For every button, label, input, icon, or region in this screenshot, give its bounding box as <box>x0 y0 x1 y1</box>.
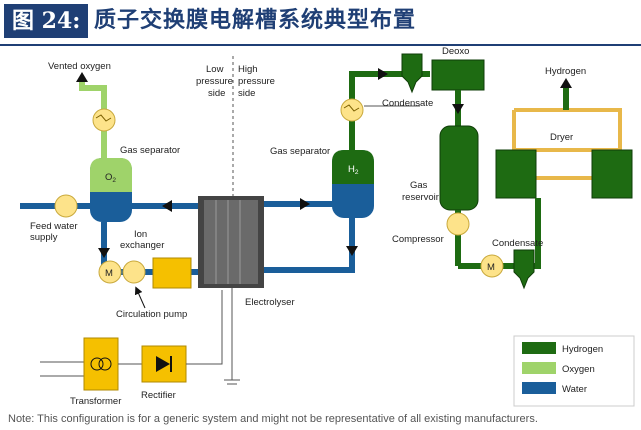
ion-exchanger <box>152 257 192 289</box>
ion-label-2: exchanger <box>120 240 164 251</box>
dryer-column-right <box>591 149 633 199</box>
legend: Hydrogen Oxygen Water <box>513 335 635 407</box>
condensate-trap-bottom <box>513 249 535 290</box>
low-pressure-label-2: pressure <box>196 76 233 87</box>
gas-reservoir-label-2: reservoir <box>402 192 439 203</box>
compressor-motor <box>480 254 504 278</box>
figure-title: 质子交换膜电解槽系统典型布置 <box>94 8 417 33</box>
feed-water-label-1: Feed water <box>30 221 78 232</box>
electrolyser-label: Electrolyser <box>245 297 295 308</box>
deoxo-unit <box>431 59 485 91</box>
water-down-arrow <box>98 248 110 258</box>
motor-m-label-1: M <box>105 268 113 279</box>
transformer-coil <box>90 357 104 371</box>
transformer <box>83 337 119 391</box>
deoxo-label: Deoxo <box>442 46 469 57</box>
hydrogen-out-arrow <box>560 78 572 88</box>
feed-water-label-2: supply <box>30 232 58 243</box>
compressor-label: Compressor <box>392 234 444 245</box>
dryer-loop-top <box>512 108 622 152</box>
hydrogen-arrow-right <box>378 68 388 80</box>
dryer-label: Dryer <box>550 132 573 143</box>
figure-tag: 图 24: <box>4 4 89 38</box>
legend-hydrogen-swatch <box>522 342 556 354</box>
circulation-pump-motor <box>98 260 122 284</box>
cooler-coil <box>95 114 112 122</box>
oxygen-separator-gas-space <box>90 158 132 192</box>
motor-m-label-2: M <box>487 262 495 273</box>
rectifier-label: Rectifier <box>141 390 176 401</box>
water-return-arrow <box>162 200 172 212</box>
legend-water-swatch <box>522 382 556 394</box>
circulation-pump <box>122 260 146 284</box>
gas-separator-h2-label: Gas separator <box>270 146 330 157</box>
figure-header: 图 24: 质子交换膜电解槽系统典型布置 <box>0 0 641 46</box>
feed-water-pump <box>54 194 78 218</box>
hp-water-return <box>264 218 355 273</box>
rectifier-to-electrolyser <box>186 290 223 365</box>
gas-separator-o2-label: Gas separator <box>120 145 180 156</box>
h2-symbol: H2 <box>348 164 359 176</box>
circulation-pump-label: Circulation pump <box>116 309 187 320</box>
condensate-top-label: Condensate <box>382 98 433 109</box>
oxygen-cooler <box>92 108 116 132</box>
pump-pointer <box>134 286 146 309</box>
vent-arrow <box>76 72 88 82</box>
high-pressure-label-3: side <box>238 88 255 99</box>
legend-oxygen-swatch <box>522 362 556 374</box>
ion-label-1: Ion <box>134 229 147 240</box>
dryer-column-left <box>495 149 537 199</box>
transformer-coil <box>98 357 112 371</box>
hydrogen-separator-gas-space <box>332 150 374 184</box>
legend-hydrogen-label: Hydrogen <box>562 344 603 355</box>
legend-water-label: Water <box>562 384 587 395</box>
cooler-coil <box>343 104 360 112</box>
hydrogen-out-label: Hydrogen <box>545 66 586 77</box>
o2-symbol: O2 <box>105 172 116 184</box>
hydrogen-line-up <box>349 71 430 150</box>
transformer-label: Transformer <box>70 396 121 407</box>
condensate-trap-top <box>401 53 423 94</box>
compressor <box>446 212 470 236</box>
low-pressure-label-3: side <box>208 88 225 99</box>
diode-symbol <box>156 356 170 372</box>
high-pressure-label-1: High <box>238 64 258 75</box>
footnote: Note: This configuration is for a generi… <box>8 413 538 425</box>
legend-oxygen-label: Oxygen <box>562 364 595 375</box>
electrolyser-core <box>204 200 258 284</box>
gas-reservoir <box>439 125 479 211</box>
hp-water-arrow <box>300 198 310 210</box>
hp-return-arrow <box>346 246 358 256</box>
hydrogen-cooler <box>340 98 364 122</box>
low-pressure-label-1: Low <box>206 64 224 75</box>
high-pressure-label-2: pressure <box>238 76 275 87</box>
condensate-bottom-label: Condensate <box>492 238 543 249</box>
vented-oxygen-label: Vented oxygen <box>48 61 111 72</box>
deoxo-arrow <box>452 104 464 114</box>
gas-reservoir-label-1: Gas <box>410 180 428 191</box>
